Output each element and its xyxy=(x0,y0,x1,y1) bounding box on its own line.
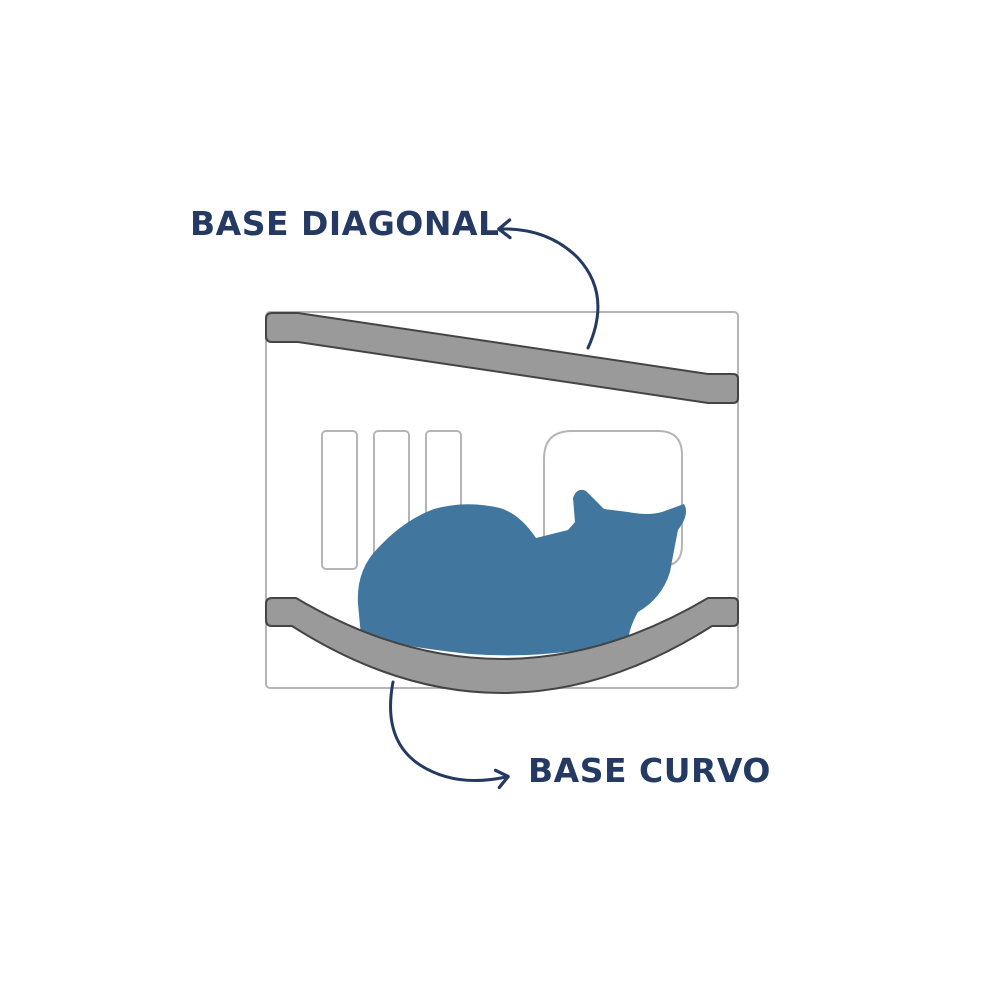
slot-1 xyxy=(321,430,358,570)
diagonal-shelf xyxy=(265,312,739,404)
curved-shelf xyxy=(265,597,739,694)
label-base-curvo: BASE CURVO xyxy=(528,751,771,790)
window-opening xyxy=(543,430,683,567)
cat-silhouette-icon xyxy=(357,489,686,656)
label-base-diagonal: BASE DIAGONAL xyxy=(190,204,500,243)
arrow-to-diagonal-label xyxy=(497,218,600,350)
arrow-to-curvo-label xyxy=(389,680,510,790)
